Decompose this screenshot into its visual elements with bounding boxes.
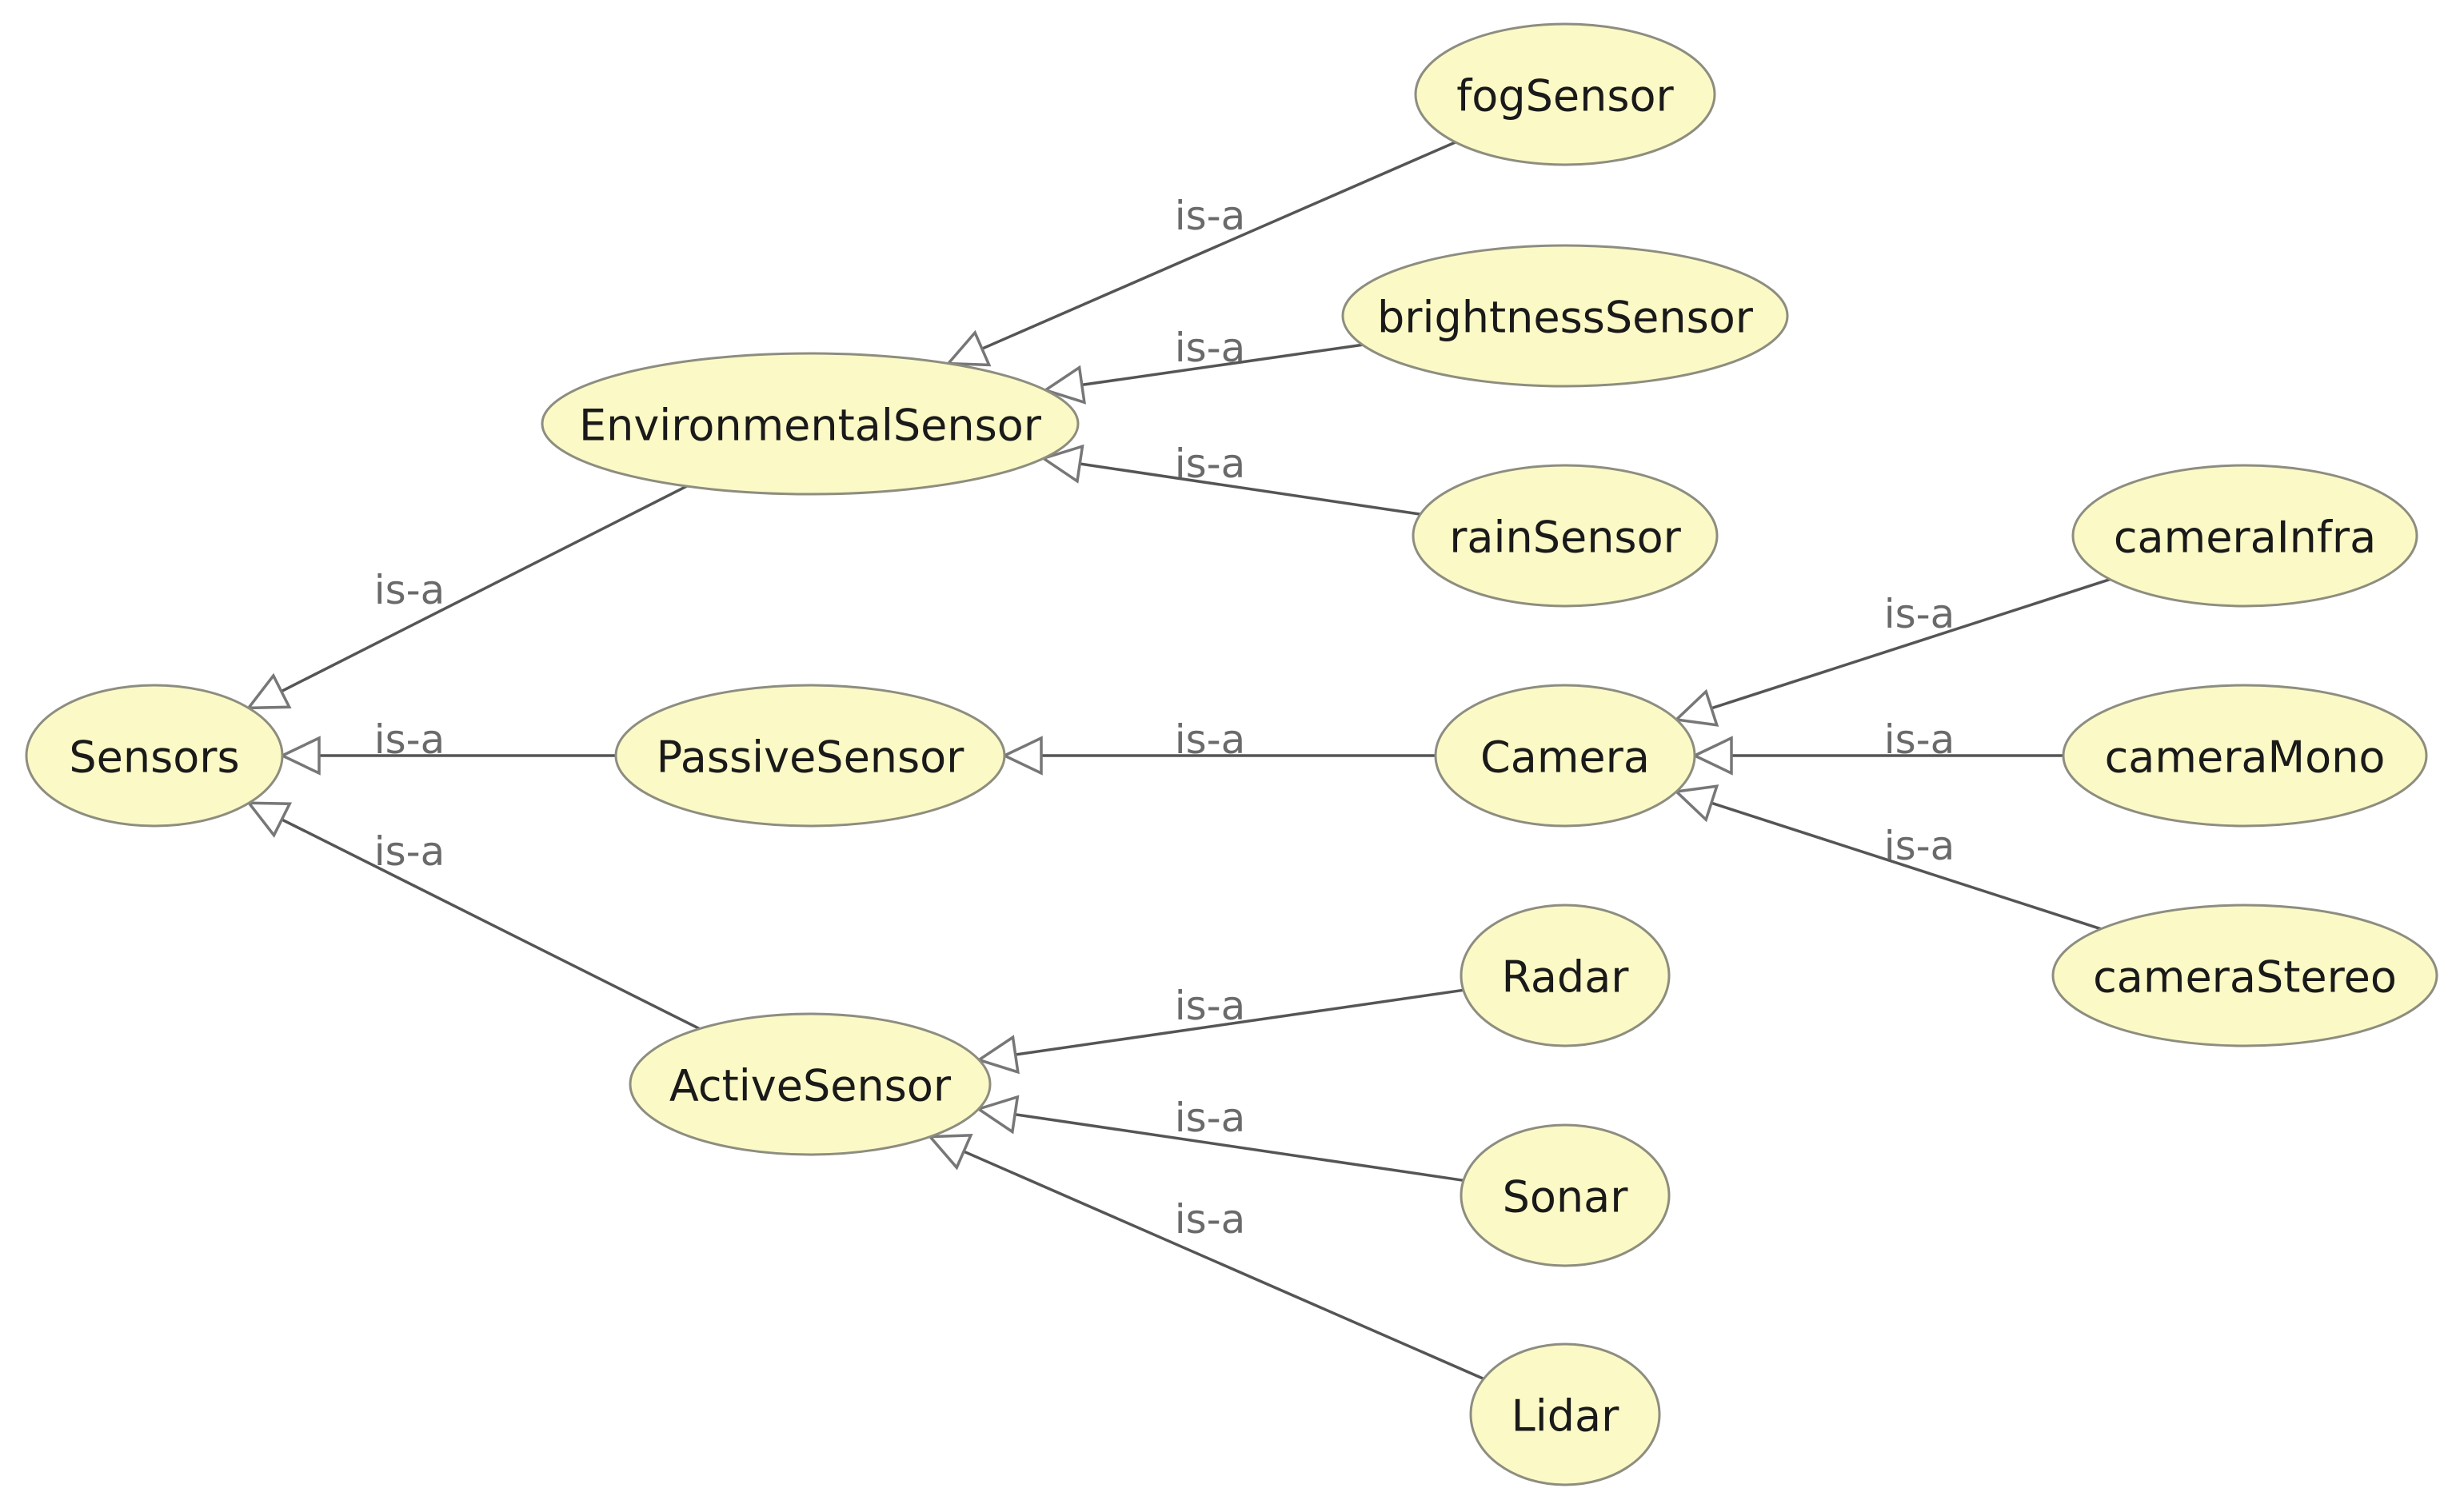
edge-rain-to-environmental: is-a bbox=[1040, 441, 1421, 516]
node-label: Radar bbox=[1502, 952, 1630, 1003]
hollow-arrowhead-icon bbox=[976, 1035, 1020, 1075]
hollow-arrowhead-icon bbox=[1691, 736, 1733, 776]
hollow-arrowhead-icon bbox=[278, 736, 321, 776]
node-camera[interactable]: Camera bbox=[1434, 684, 1696, 828]
node-label: EnvironmentalSensor bbox=[579, 401, 1042, 451]
node-environmental[interactable]: EnvironmentalSensor bbox=[541, 352, 1080, 496]
node-label: Sonar bbox=[1503, 1172, 1629, 1223]
hollow-arrowhead-icon bbox=[1042, 365, 1087, 405]
node-camera-infra[interactable]: cameraInfra bbox=[2071, 464, 2418, 608]
edge-line bbox=[963, 1150, 1484, 1381]
edge-label: is-a bbox=[1175, 983, 1246, 1029]
node-ellipse bbox=[2071, 464, 2418, 608]
edge-line bbox=[1014, 1112, 1464, 1183]
hollow-arrowhead-icon bbox=[246, 672, 292, 710]
node-label: rainSensor bbox=[1449, 513, 1681, 563]
edge-line bbox=[1079, 462, 1421, 516]
node-ellipse bbox=[25, 684, 284, 828]
edge-radar-to-active: is-a bbox=[976, 983, 1464, 1075]
edge-fog-to-environmental: is-a bbox=[945, 141, 1456, 367]
node-label: cameraStereo bbox=[2093, 952, 2397, 1003]
node-radar[interactable]: Radar bbox=[1460, 904, 1671, 1047]
node-camera-stereo[interactable]: cameraStereo bbox=[2051, 904, 2438, 1047]
edge-environmental-to-sensors: is-a bbox=[246, 485, 688, 710]
node-ellipse bbox=[2051, 904, 2438, 1047]
edge-line bbox=[1081, 343, 1363, 387]
node-ellipse bbox=[1460, 904, 1671, 1047]
node-label: cameraInfra bbox=[2114, 513, 2376, 563]
hollow-arrowhead-icon bbox=[1673, 688, 1719, 727]
node-ellipse bbox=[1434, 684, 1696, 828]
edge-line bbox=[1711, 801, 2102, 931]
node-rain[interactable]: rainSensor bbox=[1412, 464, 1719, 608]
edge-label: is-a bbox=[1175, 441, 1246, 487]
edge-label: is-a bbox=[1175, 1095, 1246, 1141]
node-ellipse bbox=[2062, 684, 2428, 828]
edge-label: is-a bbox=[1884, 591, 1955, 637]
edge-brightness-to-environmental: is-a bbox=[1042, 325, 1363, 405]
node-camera-mono[interactable]: cameraMono bbox=[2062, 684, 2428, 828]
nodes-layer: Sensors EnvironmentalSensorPassiveSensorA… bbox=[25, 22, 2438, 1486]
edge-label: is-a bbox=[1175, 716, 1246, 763]
edge-label: is-a bbox=[1175, 325, 1246, 371]
hollow-arrowhead-icon bbox=[1040, 444, 1084, 484]
node-label: brightnessSensor bbox=[1377, 293, 1754, 343]
node-label: Camera bbox=[1480, 732, 1650, 783]
node-label: ActiveSensor bbox=[669, 1061, 952, 1111]
hollow-arrowhead-icon bbox=[975, 1095, 1020, 1135]
node-active[interactable]: ActiveSensor bbox=[629, 1012, 992, 1156]
node-sensors[interactable]: Sensors bbox=[25, 684, 284, 828]
edge-label: is-a bbox=[1175, 1196, 1246, 1243]
node-label: cameraMono bbox=[2105, 732, 2386, 783]
edge-line bbox=[1711, 577, 2111, 710]
node-ellipse bbox=[1414, 22, 1716, 166]
node-ellipse bbox=[1460, 1123, 1671, 1267]
edge-label: is-a bbox=[1884, 716, 1955, 763]
node-ellipse bbox=[541, 352, 1080, 496]
edge-label: is-a bbox=[1884, 823, 1955, 869]
node-ellipse bbox=[1341, 244, 1789, 388]
edge-active-to-sensors: is-a bbox=[246, 801, 701, 1031]
node-brightness[interactable]: brightnessSensor bbox=[1341, 244, 1789, 388]
edge-label: is-a bbox=[374, 567, 445, 613]
node-ellipse bbox=[1469, 1342, 1661, 1486]
edge-line bbox=[1015, 988, 1464, 1056]
node-label: Sensors bbox=[69, 732, 239, 783]
hollow-arrowhead-icon bbox=[246, 801, 293, 838]
edge-camera-mono-to-camera: is-a bbox=[1691, 716, 2063, 776]
hollow-arrowhead-icon bbox=[927, 1134, 973, 1171]
edge-line bbox=[981, 141, 1456, 350]
node-sonar[interactable]: Sonar bbox=[1460, 1123, 1671, 1267]
hollow-arrowhead-icon bbox=[945, 329, 992, 367]
edge-label: is-a bbox=[1175, 193, 1246, 239]
edge-label: is-a bbox=[374, 716, 445, 763]
node-label: Lidar bbox=[1512, 1391, 1619, 1442]
hollow-arrowhead-icon bbox=[1673, 784, 1719, 823]
edge-sonar-to-active: is-a bbox=[975, 1095, 1464, 1183]
edge-passive-to-sensors: is-a bbox=[278, 716, 616, 776]
edge-line bbox=[280, 485, 688, 693]
edge-camera-infra-to-camera: is-a bbox=[1673, 577, 2111, 727]
node-label: fogSensor bbox=[1456, 71, 1674, 122]
edge-label: is-a bbox=[374, 828, 445, 875]
node-passive[interactable]: PassiveSensor bbox=[614, 684, 1006, 828]
edge-camera-stereo-to-camera: is-a bbox=[1673, 784, 2102, 931]
node-ellipse bbox=[1412, 464, 1719, 608]
edge-line bbox=[281, 818, 701, 1031]
node-ellipse bbox=[629, 1012, 992, 1156]
node-label: PassiveSensor bbox=[657, 732, 965, 783]
edge-lidar-to-active: is-a bbox=[927, 1134, 1484, 1381]
node-ellipse bbox=[614, 684, 1006, 828]
edges-layer: is-a is-a is-a is-a is-a is-a is-a is-a is-a is-a… bbox=[246, 141, 2111, 1381]
hollow-arrowhead-icon bbox=[1000, 736, 1043, 776]
edge-camera-to-passive: is-a bbox=[1000, 716, 1436, 776]
node-fog[interactable]: fogSensor bbox=[1414, 22, 1716, 166]
node-lidar[interactable]: Lidar bbox=[1469, 1342, 1661, 1486]
